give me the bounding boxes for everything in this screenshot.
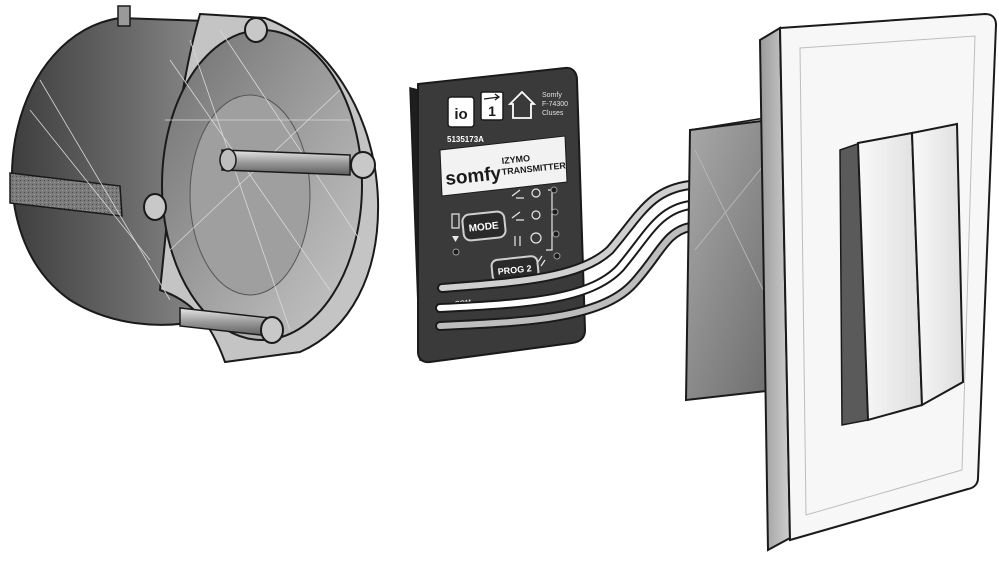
box-felt-strip bbox=[9, 172, 123, 217]
wall-switch bbox=[684, 12, 998, 552]
maker-line-2: F-74300 bbox=[542, 101, 568, 108]
prog2-button-label: PROG 2 bbox=[497, 263, 532, 277]
box-knob-top bbox=[244, 17, 268, 43]
wire-top bbox=[437, 180, 695, 293]
status-led bbox=[452, 248, 460, 256]
rocker-right[interactable] bbox=[910, 122, 965, 407]
mode-button[interactable]: MODE bbox=[461, 210, 507, 242]
box-knob-left bbox=[143, 193, 167, 221]
battery-led-arrow-icon bbox=[452, 236, 459, 242]
mode-button-label: MODE bbox=[468, 220, 499, 234]
product-name-line-1: IZYMO bbox=[501, 153, 530, 166]
led-dots bbox=[550, 186, 561, 260]
box-facet-lines bbox=[29, 29, 361, 331]
switch-frame-inner-edge bbox=[799, 35, 976, 516]
wire-bottom bbox=[435, 222, 695, 331]
flush-mount-box bbox=[9, 5, 380, 364]
io-logo-text: io bbox=[454, 106, 467, 123]
step-number: 1 bbox=[488, 103, 496, 119]
label-strip bbox=[439, 135, 568, 197]
box-screw-lower bbox=[179, 307, 284, 344]
maker-line-3: Cluses bbox=[542, 110, 564, 117]
step-arrow-icon bbox=[483, 93, 501, 101]
battery-icon bbox=[451, 213, 460, 229]
mode-indicator-icons bbox=[511, 188, 553, 267]
switch-box-facet-lines bbox=[694, 149, 769, 301]
house-icon bbox=[507, 90, 537, 119]
connection-wires bbox=[435, 180, 695, 331]
rocker-left[interactable] bbox=[856, 131, 924, 422]
box-screw-upper bbox=[219, 148, 376, 179]
part-number: 5135173A bbox=[447, 135, 484, 144]
maker-line-1: Somfy bbox=[542, 92, 562, 99]
wire-middle bbox=[435, 200, 695, 313]
box-inner-back bbox=[189, 94, 311, 296]
io-logo-badge bbox=[447, 96, 475, 128]
box-top-tab bbox=[117, 5, 131, 27]
